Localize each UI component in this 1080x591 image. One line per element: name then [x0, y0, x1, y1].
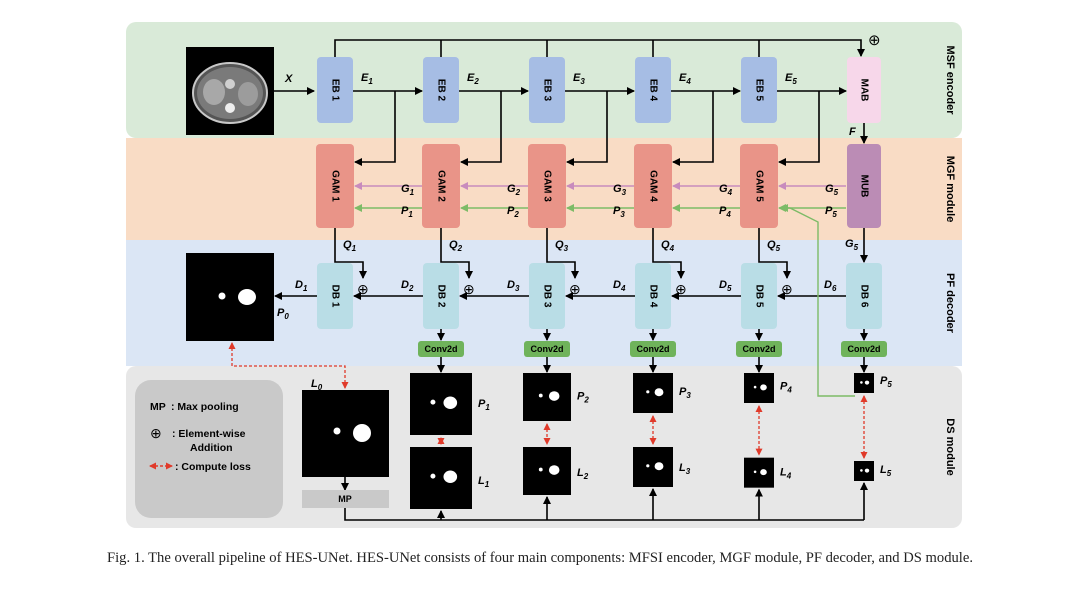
legend-plus-desc-2: Addition [190, 442, 233, 454]
eb-block-2: EB 2 [423, 57, 459, 123]
gam-block-2: GAM 2 [422, 144, 460, 228]
conv2d-3: Conv2d [630, 341, 676, 357]
svg-text:GAM 3: GAM 3 [541, 170, 552, 202]
eb-block-4: EB 4 [635, 57, 671, 123]
gam-block-4: GAM 4 [634, 144, 672, 228]
svg-text:MUB: MUB [858, 175, 869, 198]
l0-mask [302, 390, 389, 477]
conv2d-4: Conv2d [736, 341, 782, 357]
band-label-decoder: PF decoder [944, 273, 956, 334]
band-label-encoder: MSF encoder [944, 45, 956, 115]
band-label-mgf: MGF module [944, 156, 956, 223]
conv2d-2: Conv2d [524, 341, 570, 357]
svg-text:MAB: MAB [858, 79, 869, 102]
svg-text:GAM 5: GAM 5 [753, 170, 764, 202]
ct-input-image [186, 47, 274, 135]
svg-text:EB 5: EB 5 [753, 79, 764, 102]
pred-mask-4 [744, 373, 774, 403]
eb-block-3: EB 3 [529, 57, 565, 123]
gt-mask-3 [633, 447, 673, 487]
pred-mask-3 [633, 373, 673, 413]
svg-text:EB 4: EB 4 [647, 79, 658, 102]
svg-text:DB 6: DB 6 [858, 285, 869, 308]
pred-mask-5 [854, 373, 874, 393]
db-block-4: DB 4 [635, 263, 671, 329]
pred-mask-1 [410, 373, 472, 435]
p5-feedback-arrow [780, 204, 855, 397]
legend-mp-key: MP [150, 401, 166, 413]
loss-arrow-0 [228, 342, 349, 389]
db-block-3: DB 3 [529, 263, 565, 329]
svg-text:Conv2d: Conv2d [742, 344, 775, 354]
legend-mp-desc: : Max pooling [171, 401, 239, 413]
db-block-5: DB 5 [741, 263, 777, 329]
legend-loss-desc: : Compute loss [175, 461, 251, 473]
gt-mask-2 [523, 447, 571, 495]
svg-text:DB 5: DB 5 [753, 285, 764, 308]
legend-plus-desc-1: : Element-wise [172, 428, 246, 440]
gam-block-1: GAM 1 [316, 144, 354, 228]
db-block-6: DB 6 [846, 263, 882, 329]
top-plus-symbol: ⊕ [868, 32, 881, 49]
gam-block-3: GAM 3 [528, 144, 566, 228]
plus-symbol-4: ⊕ [675, 281, 687, 297]
svg-text:Conv2d: Conv2d [424, 344, 457, 354]
mp-box-label: MP [338, 494, 352, 504]
gt-label-5: L5 [880, 464, 892, 478]
db-block-1: DB 1 [317, 263, 353, 329]
band-label-ds: DS module [944, 418, 956, 475]
svg-text:EB 2: EB 2 [435, 79, 446, 102]
svg-text:Conv2d: Conv2d [636, 344, 669, 354]
svg-text:DB 4: DB 4 [647, 285, 658, 308]
svg-text:GAM 4: GAM 4 [647, 170, 658, 202]
gt-mask-4 [744, 457, 774, 488]
svg-text:EB 1: EB 1 [329, 79, 340, 102]
legend-plus-symbol: ⊕ [150, 425, 162, 441]
db-block-2: DB 2 [423, 263, 459, 329]
svg-text:GAM 1: GAM 1 [329, 170, 340, 202]
mab-block: MAB [847, 57, 881, 123]
gt-label-3: L3 [679, 462, 691, 476]
eb-block-1: EB 1 [317, 57, 353, 123]
mp-box [302, 490, 389, 508]
plus-symbol-1: ⊕ [357, 281, 369, 297]
f-label: F [849, 126, 856, 138]
figure-caption: Fig. 1. The overall pipeline of HES-UNet… [107, 550, 973, 566]
pred-mask-2 [523, 373, 571, 421]
svg-text:EB 3: EB 3 [541, 79, 552, 102]
svg-text:DB 2: DB 2 [435, 285, 446, 308]
svg-text:Conv2d: Conv2d [530, 344, 563, 354]
svg-text:DB 1: DB 1 [329, 285, 340, 308]
gt-label-4: L4 [780, 467, 792, 481]
p0-output-mask [186, 253, 274, 341]
gam-block-5: GAM 5 [740, 144, 778, 228]
pipeline-diagram: MSF encoder MGF module PF decoder DS mod… [126, 22, 962, 528]
eb-block-5: EB 5 [741, 57, 777, 123]
gt-mask-1 [410, 447, 472, 509]
conv2d-5: Conv2d [841, 341, 887, 357]
gt-label-2: L2 [577, 467, 589, 481]
input-label: X [284, 73, 293, 85]
plus-symbol-2: ⊕ [463, 281, 475, 297]
l0-label: L0 [311, 378, 323, 392]
plus-symbol-5: ⊕ [781, 281, 793, 297]
svg-text:Conv2d: Conv2d [847, 344, 880, 354]
gt-mask-5 [854, 461, 874, 481]
plus-symbol-3: ⊕ [569, 281, 581, 297]
svg-text:DB 3: DB 3 [541, 285, 552, 308]
gt-label-1: L1 [478, 475, 490, 489]
conv2d-1: Conv2d [418, 341, 464, 357]
legend-panel [135, 380, 283, 518]
mub-block: MUB [847, 144, 881, 228]
svg-text:GAM 2: GAM 2 [435, 170, 446, 202]
